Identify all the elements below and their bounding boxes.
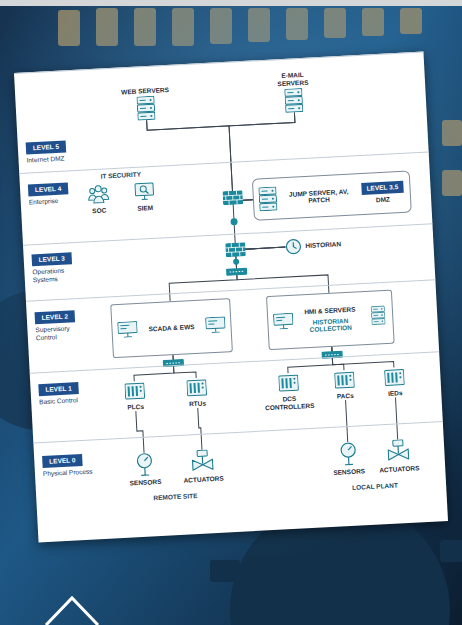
- device-label: SENSORS: [129, 478, 161, 487]
- top-strip: [0, 0, 462, 6]
- level-subtitle: DMZ: [376, 196, 390, 204]
- level-badge-text: LEVEL 4: [28, 182, 69, 196]
- device-label: SIEM: [137, 204, 153, 212]
- section-label: IT SECURITY: [100, 171, 141, 181]
- device-label: IEDs: [388, 389, 403, 397]
- control-group: SCADA & EWS: [110, 298, 233, 358]
- device-label: WEB SERVERS: [120, 77, 169, 95]
- controller-node: PLCs: [124, 381, 146, 412]
- icon-slot: [285, 238, 302, 255]
- controller-node: DCS CONTROLLERS: [257, 371, 321, 411]
- network-link: [133, 355, 174, 381]
- icon-slot: [334, 370, 355, 391]
- level-band: LEVEL 1Basic ControlPLCs RTUs DCS CONTROLL…: [30, 351, 443, 442]
- group-title: HMI & SERVERS: [304, 306, 355, 316]
- server-node: E-MAIL SERVERS: [267, 69, 319, 114]
- icon-slot: [124, 381, 145, 402]
- dmz-label: JUMP SERVER, AV, PATCH: [282, 187, 357, 206]
- group-title: SCADA & EWS: [148, 323, 194, 333]
- level-subtitle: Operations Systems: [32, 266, 87, 284]
- network-link: [147, 112, 295, 130]
- device-label: PACs: [337, 392, 354, 400]
- device-label: ACTUATORS: [183, 475, 224, 485]
- icon-slot: [340, 442, 357, 467]
- level-subtitle: Internet DMZ: [26, 155, 64, 164]
- level-badge-text: LEVEL 2: [35, 310, 76, 324]
- network-link: [233, 198, 285, 250]
- level-band: LEVEL 5Internet DMZ WEB SERVERS E-MAIL SER…: [14, 52, 429, 173]
- network-link: [395, 398, 397, 440]
- level-label: LEVEL 5Internet DMZ: [26, 140, 67, 164]
- icon-slot: [191, 449, 214, 474]
- icon-slot: [384, 367, 405, 388]
- icon-slot: [186, 377, 207, 398]
- section-label: REMOTE SITE: [153, 492, 197, 502]
- network-link: [287, 347, 333, 373]
- network-link: [236, 245, 329, 298]
- device-label: E-MAIL SERVERS: [267, 69, 318, 88]
- section-label: LOCAL PLANT: [352, 482, 398, 492]
- level-badge-text: LEVEL 1: [38, 382, 79, 396]
- device-label: RTUs: [189, 399, 206, 407]
- level-subtitle: Enterprise: [29, 197, 59, 206]
- level-label: LEVEL 1Basic Control: [38, 382, 79, 406]
- level-subtitle: Supervisory Control: [35, 323, 90, 341]
- level-band: LEVEL 2Supervisory Control SCADA & EWS HMI…: [26, 279, 439, 372]
- level-label: LEVEL 4Enterprise: [28, 182, 69, 206]
- device-label: SENSORS: [333, 467, 365, 476]
- network-link: [173, 354, 196, 379]
- security-node: SOC: [87, 182, 111, 215]
- level-band: LEVEL 3Operations Systems HISTORIAN: [23, 223, 435, 300]
- network-link: [136, 411, 144, 453]
- level-badge-text: LEVEL 0: [42, 454, 83, 468]
- level-badge-text: LEVEL 5: [26, 140, 67, 154]
- icon-slot: [136, 452, 153, 477]
- network-link: [198, 408, 202, 450]
- server-node: WEB SERVERS: [120, 77, 170, 121]
- level-badge-text: LEVEL 3: [31, 252, 72, 266]
- device-label: SOC: [92, 206, 106, 214]
- icon-slot: [387, 439, 410, 464]
- level-subtitle: Basic Control: [39, 396, 78, 406]
- controller-node: RTUs: [186, 377, 208, 408]
- controller-node: PACs: [334, 370, 356, 401]
- diagram-card: LEVEL 5Internet DMZ WEB SERVERS E-MAIL SER…: [14, 52, 448, 543]
- level-subtitle: Physical Process: [43, 467, 93, 477]
- control-group: HMI & SERVERSHISTORIAN COLLECTION: [266, 290, 395, 351]
- network-link: [346, 400, 348, 442]
- network-link: [332, 346, 344, 371]
- icon-slot: [133, 180, 156, 203]
- level-badge: LEVEL 3.5DMZ: [361, 181, 404, 205]
- icon-slot: [278, 373, 299, 394]
- device-label: HISTORIAN: [305, 240, 341, 249]
- field-device: ACTUATORS: [378, 438, 420, 474]
- group-subtitle: HISTORIAN COLLECTION: [296, 316, 365, 335]
- icon-slot: [283, 88, 304, 113]
- level-label: LEVEL 0Physical Process: [42, 454, 93, 478]
- controller-node: IEDs: [384, 367, 406, 398]
- level-band: LEVEL 4EnterpriseSOC SIEM JUMP SERVER, AV,…: [19, 151, 432, 244]
- field-device: SENSORS: [332, 441, 366, 476]
- level-badge-text: LEVEL 3.5: [361, 181, 403, 195]
- device-label: PLCs: [127, 403, 144, 411]
- level-label: LEVEL 3Operations Systems: [31, 252, 86, 284]
- security-node: SIEM: [133, 180, 157, 213]
- device-label: DCS CONTROLLERS: [258, 393, 321, 411]
- network-icons: [83, 84, 408, 477]
- dmz-box: JUMP SERVER, AV, PATCHLEVEL 3.5DMZ: [252, 170, 412, 220]
- network-link: [147, 115, 253, 205]
- device-label: ACTUATORS: [379, 464, 420, 474]
- icon-slot: [87, 182, 110, 205]
- historian-node: HISTORIAN: [285, 236, 341, 255]
- field-device: SENSORS: [128, 452, 162, 487]
- field-device: ACTUATORS: [182, 449, 224, 485]
- chevron-mark: [46, 598, 98, 625]
- level-label: LEVEL 2Supervisory Control: [35, 309, 90, 341]
- icon-slot: [135, 96, 156, 121]
